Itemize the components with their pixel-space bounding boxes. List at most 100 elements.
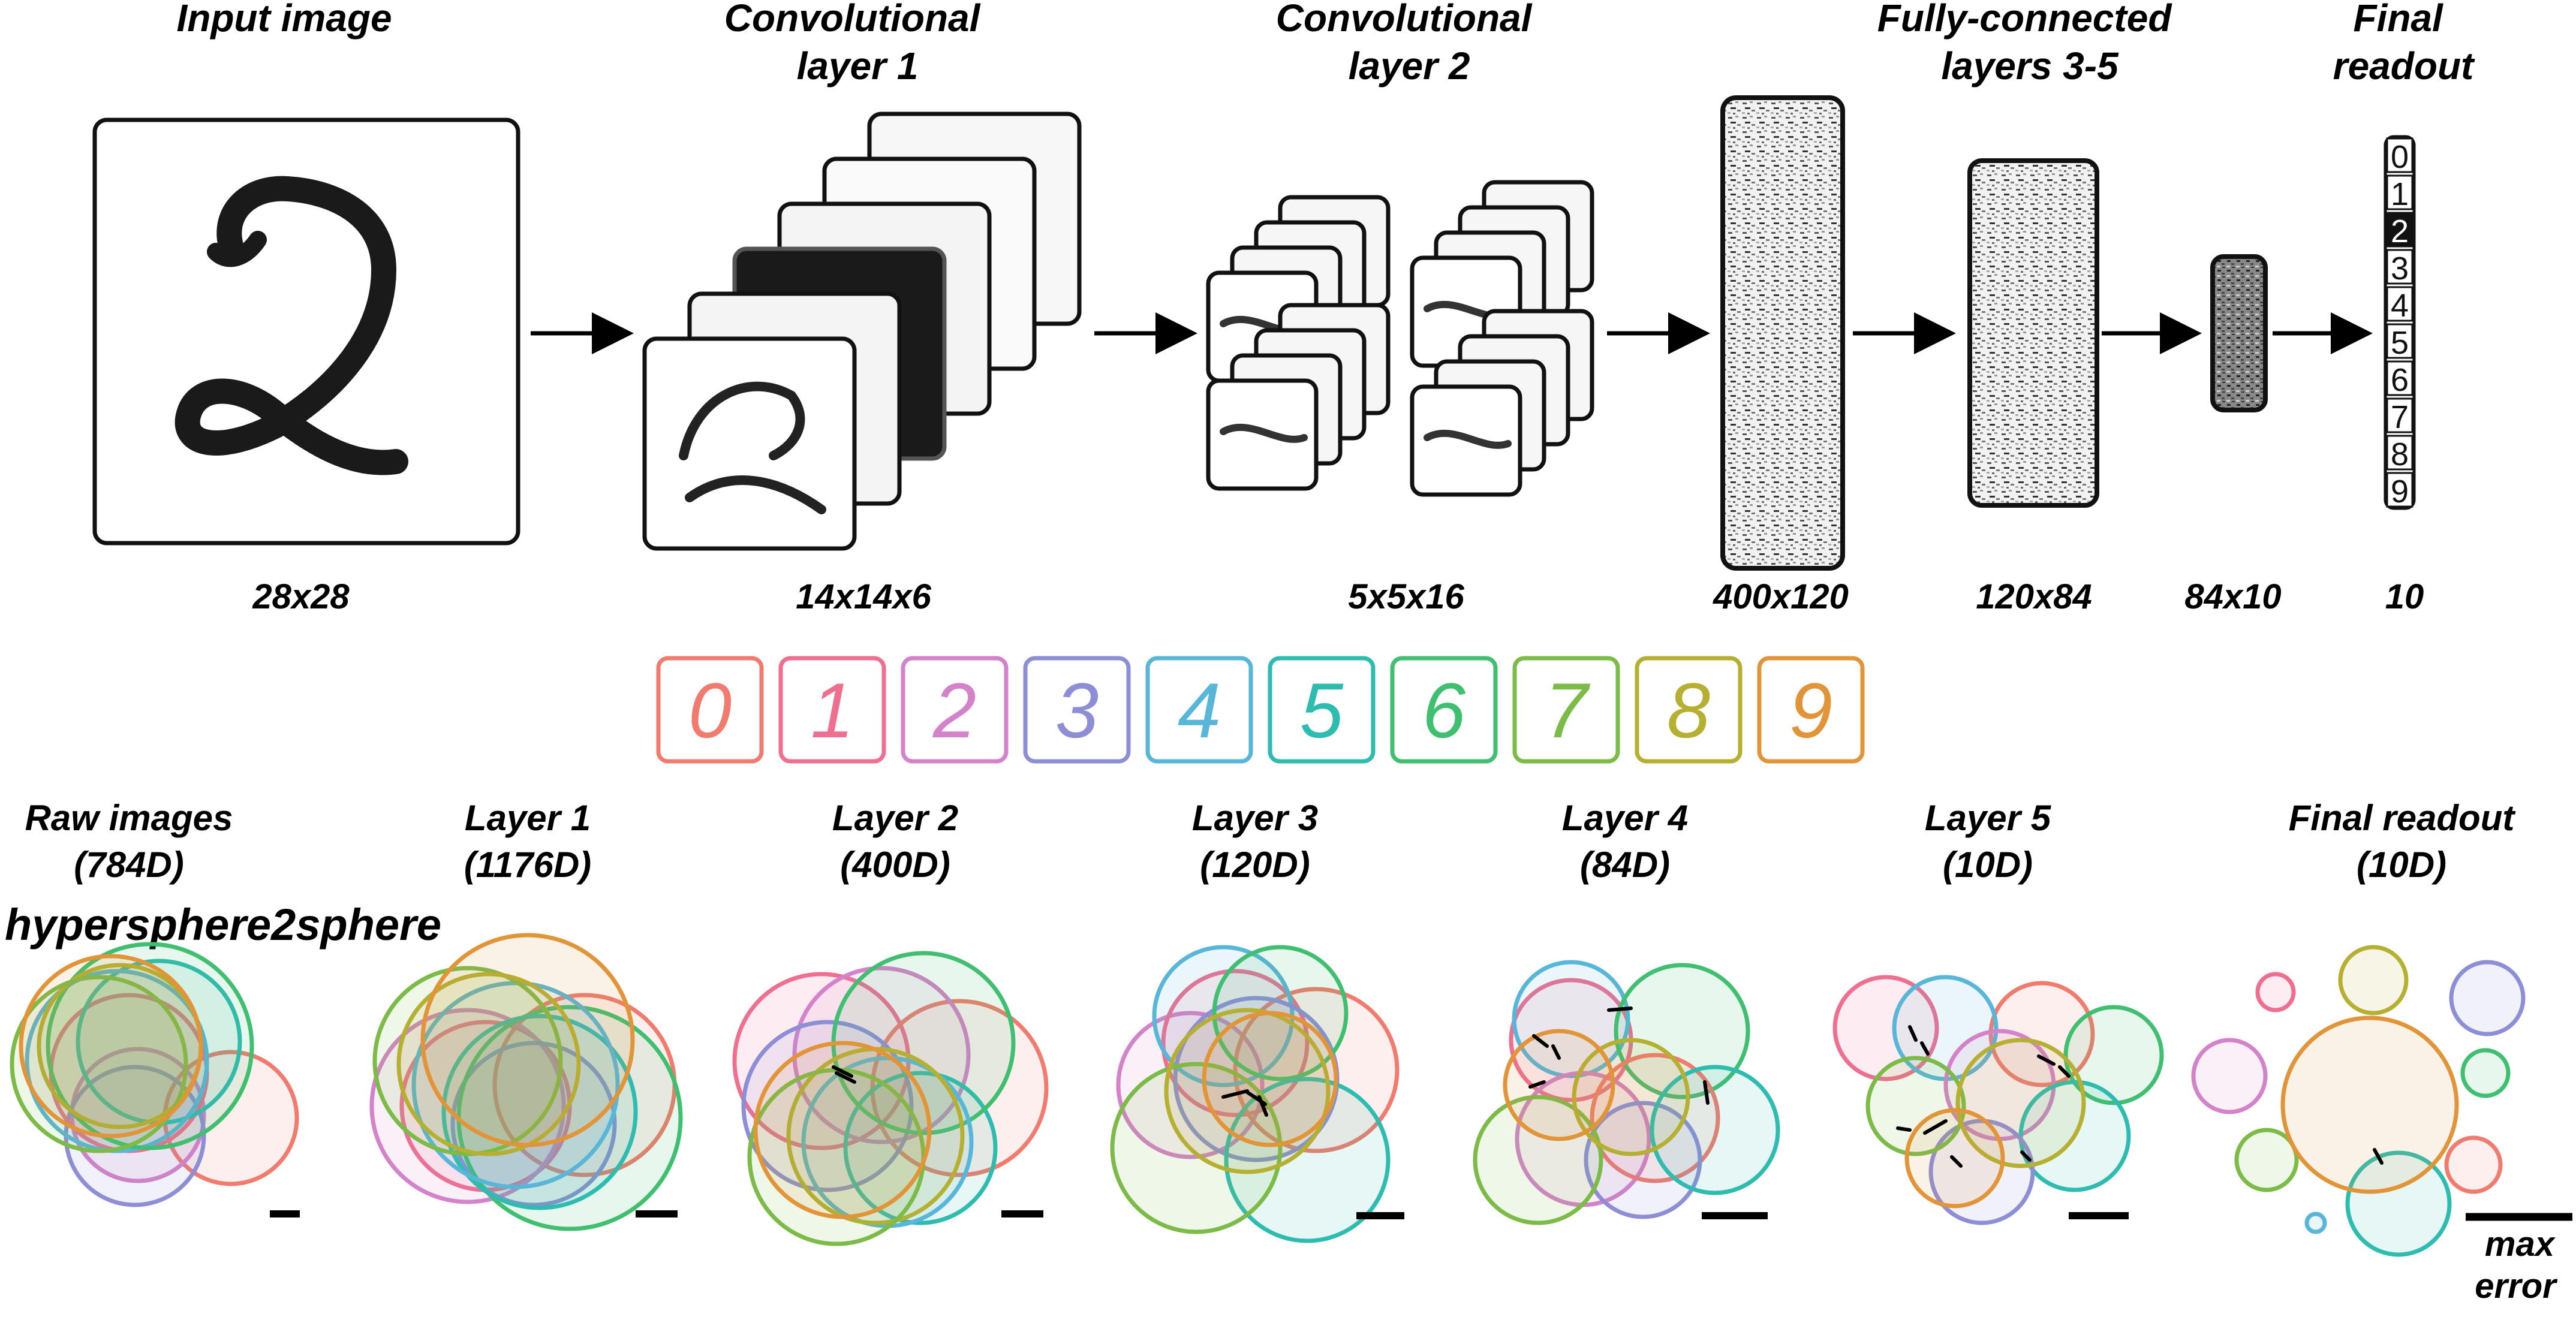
panel-raw	[10, 942, 300, 1217]
readout-cell-2	[2386, 212, 2414, 248]
stage-title-input: Input image	[176, 0, 392, 40]
error-tick	[1908, 1025, 1918, 1042]
conv1-map-1	[642, 336, 857, 551]
legend-digit-9	[1757, 656, 1865, 764]
size-conv2: 5x5x16	[1348, 577, 1464, 616]
sphere-digit-2	[2191, 1038, 2268, 1114]
error-tick	[1950, 1155, 1963, 1168]
sphere-digit-6	[2460, 1048, 2511, 1098]
error-tick	[2037, 1054, 2056, 1066]
panel-readout	[2191, 945, 2526, 1257]
panel-layer2	[732, 951, 1049, 1246]
error-tick	[1257, 1095, 1268, 1117]
legend-digit-label-6: 6	[1422, 667, 1466, 754]
sphere-digit-6	[46, 942, 254, 1150]
sphere-digit-9	[2280, 1015, 2459, 1194]
sphere-digit-9	[753, 1041, 932, 1219]
max-error-scale: max error	[2466, 1213, 2572, 1306]
panel-title-2: Layer 1(1176D)	[464, 798, 591, 885]
conv2-map-pattern	[1424, 429, 1512, 449]
readout-cell-7	[2386, 397, 2414, 433]
readout-cell-8	[2386, 435, 2414, 471]
sphere-digit-2	[369, 1008, 566, 1204]
error-tick	[1896, 1126, 1912, 1132]
panel-title-7: Final readout(10D)	[2289, 798, 2517, 885]
stage-conv2: Convolutional layer 2 5x5x16	[1206, 0, 1594, 616]
error-tick	[1923, 1119, 1948, 1135]
size-fc-2: 120x84	[1976, 577, 2092, 616]
legend-digit-label-0: 0	[688, 667, 732, 754]
size-readout: 10	[2385, 577, 2424, 616]
legend-digit-label-4: 4	[1178, 667, 1221, 754]
error-tick	[2373, 1148, 2384, 1165]
stage-title-conv1: Convolutional layer 1	[724, 0, 991, 88]
sphere-digit-3	[2449, 960, 2526, 1036]
legend-digit-1	[778, 656, 886, 764]
error-ticks	[832, 1006, 2384, 1168]
panel-layer1	[369, 933, 683, 1231]
legend-digit-6	[1390, 656, 1498, 764]
sphere-digit-9	[1503, 1029, 1615, 1141]
sphere-digit-7	[1473, 1095, 1603, 1225]
sphere-digit-6	[1614, 963, 1750, 1099]
panel-titles: Raw images(784D) Layer 1(1176D) Layer 2(40…	[25, 798, 2517, 885]
stage-title-conv2: Convolutional layer 2	[1276, 0, 1542, 88]
panel-title-1: Raw images(784D)	[25, 798, 233, 885]
readout-digit-1: 1	[2391, 176, 2409, 212]
error-tick	[2058, 1065, 2071, 1078]
readout-cell-3	[2386, 249, 2414, 285]
sphere-digit-8	[1572, 1038, 1690, 1156]
sphere-digit-3	[1584, 1101, 1702, 1219]
legend-digit-3	[1023, 656, 1131, 764]
sphere-digit-7	[1865, 1056, 1966, 1156]
legend-digit-5	[1268, 656, 1376, 764]
panel-layer4	[1473, 960, 1780, 1225]
error-tick	[1221, 1089, 1249, 1099]
readout-cell-0	[2386, 137, 2414, 173]
readout-cell-4	[2386, 286, 2414, 322]
sphere-digit-8	[2338, 945, 2409, 1015]
scale-label: max error	[2475, 1225, 2564, 1306]
error-tick	[1920, 1041, 1930, 1056]
readout-cell-5	[2386, 323, 2414, 359]
readout-digit-5: 5	[2391, 325, 2409, 361]
size-fc-3: 84x10	[2184, 577, 2281, 616]
readout-digit-7: 7	[2391, 399, 2409, 435]
sphere-digit-6	[2063, 1005, 2164, 1105]
conv1-map-1-pattern	[679, 381, 826, 514]
panel-title-3: Layer 2(400D)	[832, 798, 958, 885]
hypersphere-panels	[10, 933, 2526, 1257]
legend-digit-4	[1145, 656, 1253, 764]
legend-digit-label-3: 3	[1055, 667, 1099, 754]
legend-digit-label-8: 8	[1667, 667, 1710, 754]
sphere-digit-8	[1955, 1038, 2086, 1168]
panel-title-5: Layer 4(84D)	[1562, 798, 1688, 885]
legend-digit-7	[1512, 656, 1620, 764]
panel-title-4: Layer 3(120D)	[1192, 798, 1318, 885]
sphere-digit-7	[10, 975, 188, 1153]
stage-title-fc: Fully-connected layers 3-5	[1877, 0, 2183, 88]
stage-input: Input image 28x28	[92, 0, 520, 616]
error-tick	[1532, 1034, 1549, 1048]
readout-cell-1	[2386, 174, 2414, 210]
stage-fc: Fully-connected layers 3-5 400x120 120x8…	[1713, 0, 2373, 616]
sphere-digit-9	[19, 954, 203, 1138]
readout-digit-8: 8	[2391, 436, 2409, 472]
sphere-digit-5	[1650, 1065, 1780, 1195]
legend-digit-label-9: 9	[1789, 667, 1832, 754]
sphere-digit-7	[372, 966, 563, 1156]
digit-2-drawing	[174, 176, 408, 475]
readout-digit-0: 0	[2391, 139, 2409, 175]
sphere-digit-5	[1224, 1077, 1391, 1243]
sphere-digit-7	[2234, 1128, 2299, 1192]
fc-weights-120x84	[1967, 158, 2099, 508]
legend-digit-label-2: 2	[932, 667, 976, 754]
error-tick	[2020, 1150, 2032, 1162]
method-label: hypersphere2sphere	[5, 900, 441, 950]
size-conv1: 14x14x6	[796, 577, 932, 616]
readout-cell-9	[2386, 472, 2414, 508]
error-tick	[1551, 1044, 1561, 1060]
